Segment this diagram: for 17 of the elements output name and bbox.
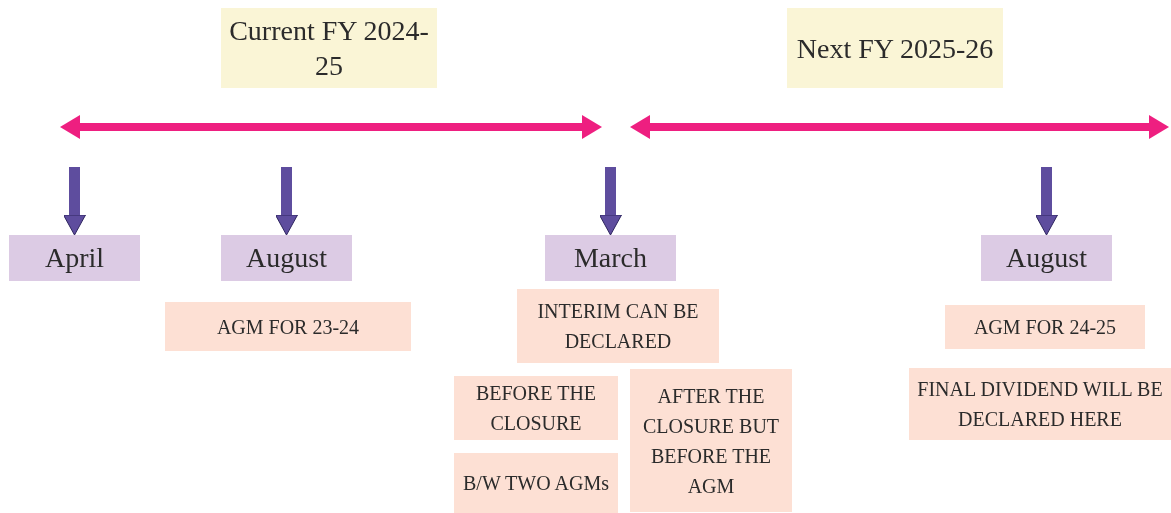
note-box: AFTER THE CLOSURE BUT BEFORE THE AGM (630, 369, 792, 512)
note-box: BEFORE THE CLOSURE (454, 376, 618, 440)
month-label: March (545, 235, 676, 281)
note-box: FINAL DIVIDEND WILL BE DECLARED HERE (909, 368, 1171, 440)
note-box: AGM FOR 23-24 (165, 302, 411, 351)
note-box: INTERIM CAN BE DECLARED (517, 289, 719, 363)
month-label: August (981, 235, 1112, 281)
period-heading: Current FY 2024-25 (221, 8, 437, 88)
arrow (63, 167, 86, 236)
arrow (1035, 167, 1058, 236)
note-box: B/W TWO AGMs (454, 453, 618, 513)
month-label: April (9, 235, 140, 281)
period-heading: Next FY 2025-26 (787, 8, 1003, 88)
note-box: AGM FOR 24-25 (945, 305, 1145, 349)
arrow (275, 167, 298, 236)
arrow (599, 167, 622, 236)
month-label: August (221, 235, 352, 281)
